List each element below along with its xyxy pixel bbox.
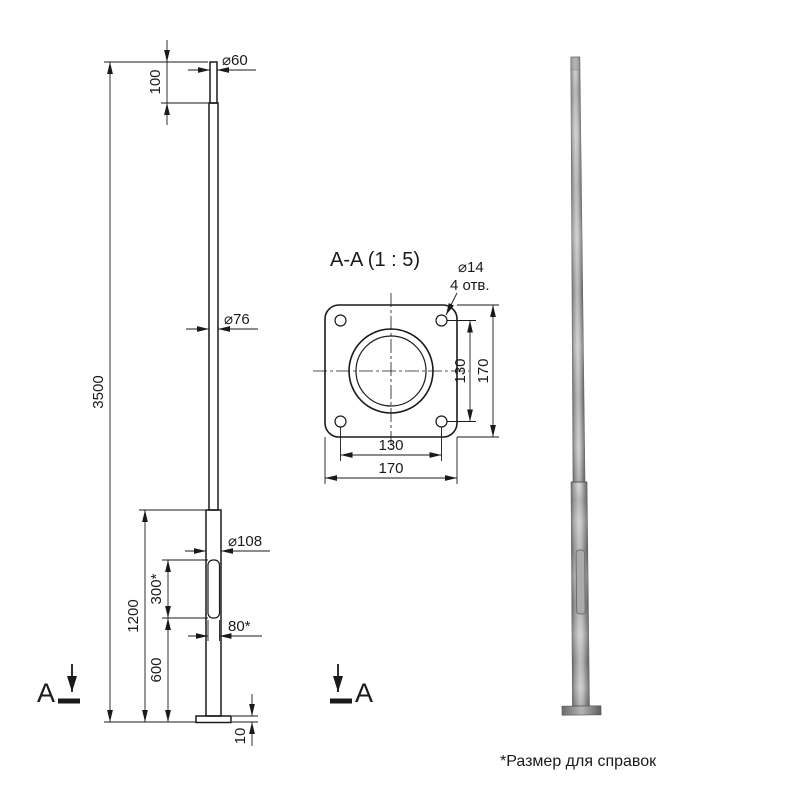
label-hole-count: 4 отв. [450, 277, 490, 294]
pipe-inner-circle [355, 335, 427, 407]
label-170h: 170 [378, 460, 403, 477]
label-1200: 1200 [125, 599, 142, 632]
label-300: 300* [148, 573, 165, 604]
photo-top-cap [570, 56, 581, 71]
photo-hatch [575, 549, 586, 615]
front-view: ⌀60 100 ⌀76 3500 ⌀108 300* 80* 1200 600 … [37, 40, 373, 746]
plate-outline [324, 304, 458, 438]
base-plate [195, 715, 232, 724]
label-dia108: ⌀108 [228, 533, 262, 550]
section-title: A-A (1 : 5) [330, 249, 420, 271]
label-170v: 170 [475, 358, 492, 383]
bolt-hole-tl [334, 314, 347, 327]
photo-view [561, 56, 602, 716]
section-cut-marks: A A [37, 664, 373, 708]
pipe-outer-circle [348, 328, 434, 414]
label-dia60: ⌀60 [222, 52, 248, 69]
label-10: 10 [232, 728, 249, 745]
label-80: 80* [228, 618, 251, 635]
label-130v: 130 [452, 358, 469, 383]
section-dimensions [324, 304, 499, 484]
label-dia76: ⌀76 [224, 311, 250, 328]
dimension-lines [104, 40, 270, 746]
leader-line [445, 292, 458, 316]
holes-callout: ⌀14 4 отв. [445, 259, 490, 316]
pole-outline [195, 61, 232, 724]
hatch-opening [207, 559, 221, 619]
pole-top-section [209, 61, 218, 104]
flange-plate [324, 304, 458, 438]
section-letter-right: A [355, 678, 373, 708]
label-3500: 3500 [90, 375, 107, 408]
bolt-hole-tr [435, 314, 448, 327]
label-600: 600 [148, 657, 165, 682]
section-view: A-A (1 : 5) ⌀14 4 отв. [313, 249, 499, 484]
footnote: *Размер для справок [500, 753, 657, 770]
pole-mid-section [208, 102, 219, 511]
photo-base-plate [561, 705, 602, 716]
bolt-hole-br [435, 415, 448, 428]
section-dim-labels: 130 170 130 170 [378, 358, 492, 477]
dimension-labels: ⌀60 100 ⌀76 3500 ⌀108 300* 80* 1200 600 … [90, 52, 262, 744]
section-letter-left: A [37, 678, 55, 708]
bolt-hole-bl [334, 415, 347, 428]
label-100: 100 [147, 69, 164, 94]
label-130h: 130 [378, 437, 403, 454]
label-hole-dia: ⌀14 [458, 259, 484, 276]
centerlines [313, 293, 469, 449]
